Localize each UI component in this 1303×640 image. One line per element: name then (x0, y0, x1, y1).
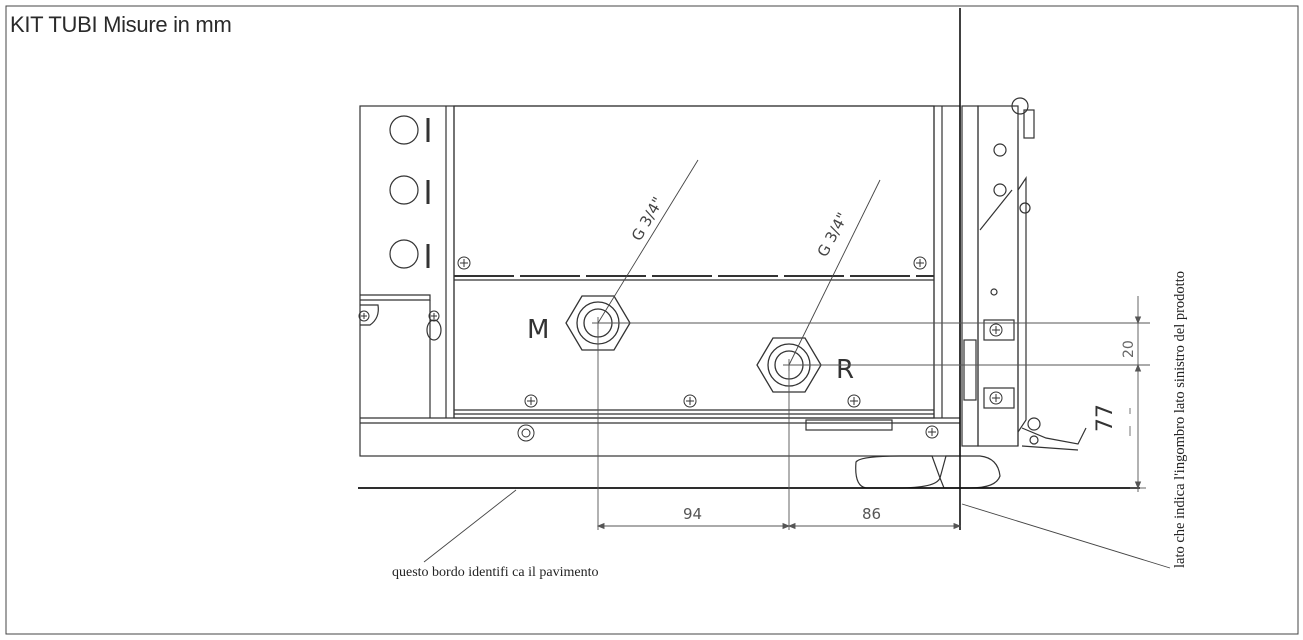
floor-edge-note: questo bordo identifi ca il pavimento (392, 565, 599, 580)
dimension-86: 86 (862, 505, 881, 523)
screw-icon (989, 391, 1003, 405)
dimension-94: 94 (683, 505, 702, 523)
screw-icon (989, 323, 1003, 337)
screw-icon (847, 394, 861, 408)
screw-icon (925, 425, 939, 439)
dimension-20: 20 (1121, 340, 1137, 358)
screw-icon (457, 256, 471, 270)
note-leaders (423, 489, 1171, 569)
screw-icon (358, 310, 370, 322)
centerlines (592, 317, 1150, 530)
thread-label-supply: G 3/4" (628, 194, 667, 244)
screw-icon (913, 256, 927, 270)
screw-icon (517, 424, 535, 442)
page-title: KIT TUBI Misure in mm (10, 12, 232, 37)
supply-label: M (527, 315, 549, 345)
screw-set (358, 256, 1003, 442)
thread-leaders (597, 159, 881, 366)
horizontal-dimension (596, 522, 962, 530)
product-outline (359, 97, 1087, 489)
vertical-dimension (1130, 296, 1146, 492)
thread-label-return: G 3/4" (814, 210, 852, 260)
screw-icon (524, 394, 538, 408)
page-border (5, 5, 1299, 635)
screw-icon (428, 310, 440, 322)
dimension-77: 77 (1093, 404, 1118, 432)
screw-icon (683, 394, 697, 408)
return-label: R (836, 355, 854, 385)
left-side-note: lato che indica l'ingombro lato sinistro… (1172, 271, 1188, 568)
